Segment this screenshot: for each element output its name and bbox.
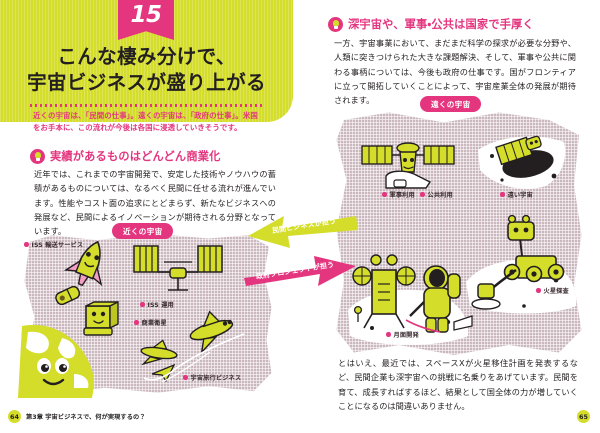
headline-line-2: 宇宙ビジネスが盛り上がる (27, 70, 266, 94)
lead-copy: 近くの宇宙は、「民間の仕事」。遠くの宇宙は、「政府の仕事」。米国をお手本に、この… (33, 111, 258, 132)
left-section-heading-text: 実績があるものはどんどん商業化 (50, 150, 221, 163)
bullet-dot (183, 375, 188, 380)
right-page: 深宇宙や、軍事・公共は国家で手厚く 一方、宇宙事業において、まだまだ科学の探求が… (300, 0, 600, 433)
capsule-icon (55, 285, 81, 306)
lightbulb-icon (30, 148, 45, 164)
page-number-right: 65 (577, 410, 590, 423)
page-number-left: 64 (8, 410, 21, 423)
right-body-copy: 一方、宇宙事業において、まだまだ科学の探求が必要な分野や、人類に突きつけられた大… (326, 36, 576, 107)
near-space-badge: 近くの宇宙 (112, 223, 174, 239)
mars-rover-icon (466, 214, 577, 314)
right-body-text: 一方、宇宙事業において、まだまだ科学の探求が必要な分野や、人類に突きつけられた大… (334, 38, 576, 106)
left-arrow-group: 民間ビジネスが担う (246, 214, 358, 254)
space-station-icon (133, 245, 223, 291)
label-space-travel-business: 宇宙旅行ビジネス (183, 373, 241, 382)
bullet-dot (134, 320, 139, 325)
space-plane-small-icon (140, 339, 178, 366)
lightbulb-icon (328, 16, 343, 32)
label-text: 遠い宇宙 (507, 192, 533, 199)
label-text: ISS 運用 (147, 302, 174, 309)
right-section-heading: 深宇宙や、軍事・公共は国家で手厚く (328, 16, 534, 32)
rocket-icon (63, 240, 103, 287)
label-commercial-satellite: 商業衛星 (134, 318, 167, 327)
left-body-text: 近年では、これまでの宇宙開発で、安定した技術やノウハウの蓄積があるものについては… (34, 169, 276, 237)
right-footer: 65 (577, 410, 590, 423)
bullet-dot (140, 302, 145, 307)
bullet-dot (382, 192, 387, 197)
military-satellite-icon (361, 142, 455, 189)
bullet-dot (536, 288, 541, 293)
section-number: 15 (130, 2, 162, 28)
label-military-use: 軍事利用 (382, 190, 415, 199)
deep-space-probe-icon (478, 135, 566, 189)
label-iss-transport: ISS 輸送サービス (24, 240, 83, 249)
label-text: 商業衛星 (141, 320, 167, 327)
left-arrow-shape (248, 216, 358, 248)
bullet-dot (500, 192, 505, 197)
closing-body-text: とはいえ、最近では、スペースXが火星移住計画を発表するなど、民間企業も深宇宙への… (338, 358, 578, 411)
chapter-header-panel: 15 こんな棲み分けで、 宇宙ビジネスが盛り上がる (0, 0, 293, 122)
space-plane-icon (189, 310, 234, 354)
left-page: 15 こんな棲み分けで、 宇宙ビジネスが盛り上がる 近くの宇宙は、「民間の仕事」… (0, 0, 293, 423)
satellite-cube-icon (83, 300, 119, 336)
paper-plane-icon (151, 363, 176, 383)
label-public-use: 公共利用 (420, 190, 453, 199)
earth-character-icon (18, 324, 94, 398)
label-text: 宇宙旅行ビジネス (190, 375, 242, 382)
section-number-ribbon: 15 (118, 0, 174, 40)
page-title: こんな棲み分けで、 宇宙ビジネスが盛り上がる (0, 44, 293, 95)
right-arrow-shape (244, 256, 356, 286)
lunar-base-icon (348, 254, 473, 345)
left-section-heading: 実績があるものはどんどん商業化 (30, 148, 220, 164)
bullet-dot (386, 332, 391, 337)
left-body-copy: 近年では、これまでの宇宙開発で、安定した技術やノウハウの蓄積があるものについては… (26, 167, 276, 238)
label-deep-space: 遠い宇宙 (500, 190, 533, 199)
chapter-running-head: 第3章 宇宙ビジネスで、何が実現するの？ (26, 414, 146, 421)
headline-line-1: こんな棲み分けで、 (57, 45, 236, 68)
bullet-dot (24, 242, 29, 247)
deep-space-badge: 遠くの宇宙 (420, 96, 482, 112)
label-iss-operation: ISS 運用 (140, 300, 174, 309)
label-text: 火星探査 (543, 288, 569, 295)
flight-path-icon (143, 333, 245, 383)
label-lunar-development: 月面開発 (386, 330, 419, 339)
label-text: 月面開発 (393, 332, 419, 339)
label-text: ISS 輸送サービス (31, 242, 84, 249)
bullet-dot (420, 192, 425, 197)
label-mars-exploration: 火星探査 (536, 286, 569, 295)
right-section-heading-text: 深宇宙や、軍事・公共は国家で手厚く (348, 18, 534, 31)
right-arrow-group: 政府プロジェクトが担う (244, 252, 362, 292)
closing-body-copy: とはいえ、最近では、スペースXが火星移住計画を発表するなど、民間企業も深宇宙への… (330, 356, 578, 413)
dotted-divider (30, 104, 264, 107)
label-text: 軍事利用 (389, 192, 415, 199)
left-footer: 64 第3章 宇宙ビジネスで、何が実現するの？ (8, 410, 146, 423)
label-text: 公共利用 (427, 192, 453, 199)
